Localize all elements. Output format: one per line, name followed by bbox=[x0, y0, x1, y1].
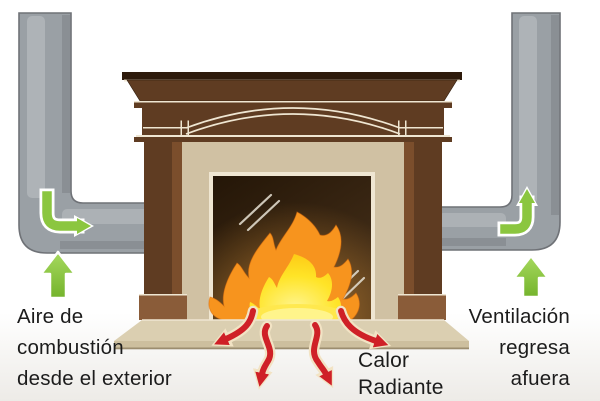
right-plinth bbox=[398, 294, 446, 320]
frieze-arch bbox=[185, 107, 401, 129]
fireplace-mantel bbox=[122, 72, 462, 328]
radiant-heat-arrow-mid-right-icon bbox=[308, 319, 334, 389]
vent-elbow-arrow-icon bbox=[497, 186, 538, 237]
vent-up-arrow-icon bbox=[512, 254, 550, 299]
combustion-air-up-arrow-icon bbox=[39, 250, 77, 300]
combustion-air-elbow-arrow-icon bbox=[39, 188, 94, 237]
radiant-heat-label: Calor Radiante bbox=[358, 349, 444, 399]
radiant-heat-arrow-left-icon bbox=[211, 305, 259, 347]
radiant-heat-arrow-mid-left-icon bbox=[252, 320, 276, 390]
ventilation-label: Ventilación regresa afuera bbox=[468, 305, 570, 390]
left-plinth bbox=[139, 294, 187, 320]
intake-duct bbox=[18, 12, 173, 254]
radiant-heat-arrow-right-icon bbox=[335, 305, 392, 350]
exhaust-duct bbox=[429, 12, 561, 251]
combustion-air-label: Aire de combustión desde el exterior bbox=[17, 305, 172, 390]
radiant-heat-arrows bbox=[211, 305, 392, 390]
frieze bbox=[142, 107, 444, 135]
crown-molding bbox=[126, 79, 458, 102]
